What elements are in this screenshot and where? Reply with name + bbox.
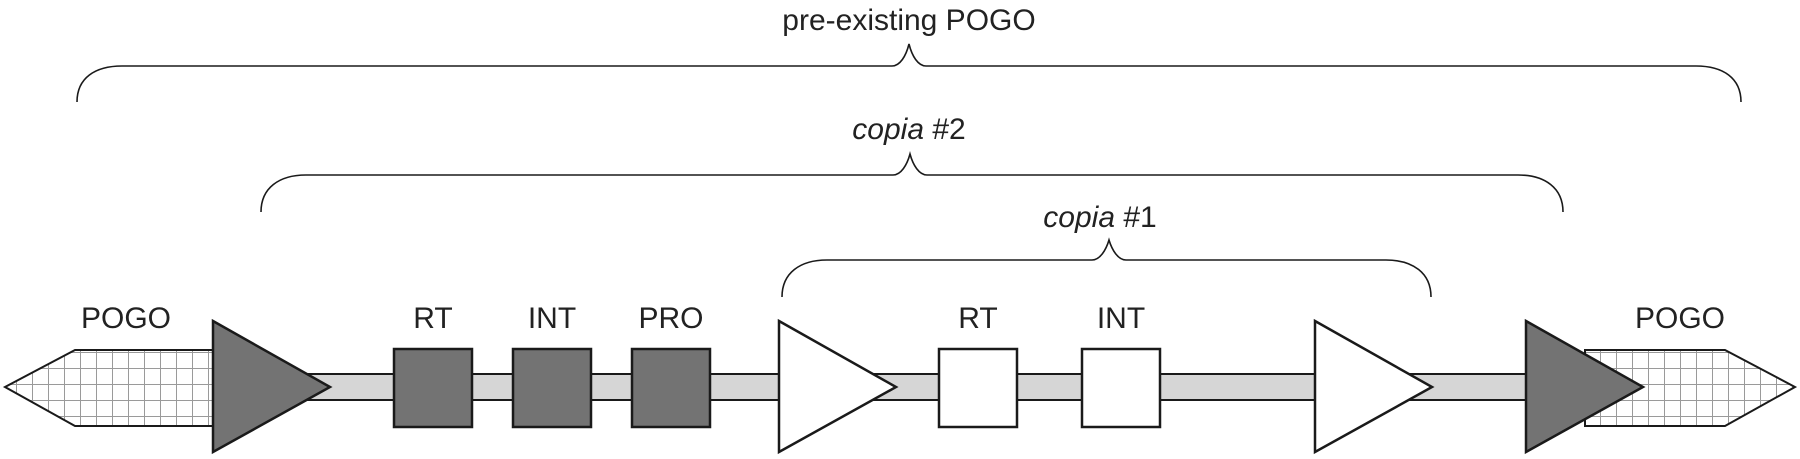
ltr-triangle-dark-right <box>1524 318 1646 455</box>
label-copia-2-name: copia <box>852 113 924 146</box>
label-int-light: INT <box>1097 302 1145 335</box>
label-copia-2-number: #2 <box>924 113 966 146</box>
label-copia-2: copia #2 <box>852 113 965 146</box>
ltr-triangle-light-right <box>1313 318 1435 455</box>
brace-copia-1 <box>781 237 1432 298</box>
ltr-triangle-dark-left <box>211 318 333 455</box>
label-rt-light: RT <box>958 302 997 335</box>
domain-box-rt-dark <box>392 347 474 429</box>
domain-box-int-dark <box>511 347 593 429</box>
brace-pre-existing-pogo <box>76 43 1742 103</box>
domain-box-rt-light <box>937 347 1019 429</box>
label-copia-1-number: #1 <box>1115 201 1157 234</box>
label-copia-1: copia #1 <box>1043 201 1156 234</box>
label-pogo-left: POGO <box>81 302 171 335</box>
domain-box-pro-dark <box>630 347 712 429</box>
label-rt-dark: RT <box>413 302 452 335</box>
label-int-dark: INT <box>528 302 576 335</box>
pogo-flank-left <box>2 349 216 427</box>
ltr-triangle-light-left <box>777 318 899 455</box>
brace-copia-2 <box>260 150 1564 213</box>
label-pre-existing-pogo: pre-existing POGO <box>782 4 1035 37</box>
label-pogo-right: POGO <box>1635 302 1725 335</box>
label-pro-dark: PRO <box>638 302 703 335</box>
label-copia-1-name: copia <box>1043 201 1115 234</box>
domain-box-int-light <box>1080 347 1162 429</box>
